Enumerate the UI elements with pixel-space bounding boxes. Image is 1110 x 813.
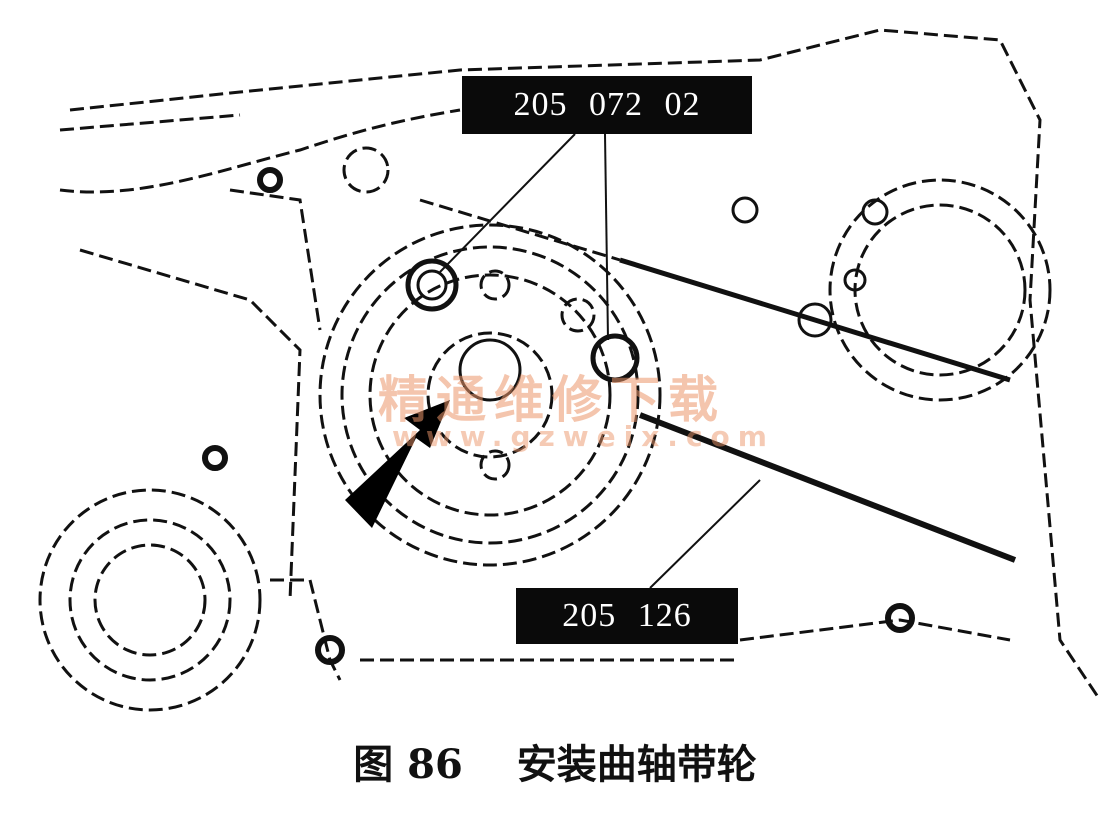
figure-caption: 图 86 安装曲轴带轮 — [0, 732, 1110, 790]
callout-tool-205-126: 205 126 — [516, 588, 738, 644]
holding-tool-arm — [419, 198, 621, 262]
upper-bolt — [342, 146, 390, 194]
pulley-bolt — [405, 258, 459, 312]
left-wheel-hub — [93, 543, 207, 657]
pulley-hub — [426, 331, 554, 459]
gear-bolt — [861, 198, 889, 226]
engine-cover-outline — [69, 28, 1102, 701]
hub-center — [458, 338, 522, 402]
right-gear-outer — [828, 178, 1052, 402]
pulley-hole — [479, 449, 511, 481]
figure-number: 图 86 — [353, 741, 463, 788]
lower-housing-edge-right — [739, 618, 1011, 642]
left-bracket — [79, 248, 302, 601]
left-bracket-arm — [229, 188, 322, 331]
left-wheel-outer — [38, 488, 262, 712]
watermark-url: www.gzweix.com — [392, 420, 775, 453]
lower-bracket — [270, 578, 342, 681]
gear-bolt — [731, 196, 759, 224]
pulley-hole — [479, 269, 511, 301]
leader-line-top-a — [439, 133, 576, 273]
pulley-bolt — [590, 333, 640, 383]
lower-bolt — [885, 603, 915, 633]
watermark-text: 精通维修下载 — [378, 371, 726, 429]
lower-bolt — [202, 445, 228, 471]
crankshaft-pulley-inner — [368, 273, 612, 517]
pulley-hole — [560, 297, 596, 333]
pulley-bolt-head — [416, 269, 448, 301]
upper-bolt — [257, 167, 283, 193]
left-wheel-inner — [68, 518, 232, 682]
gear-bolt — [843, 268, 867, 292]
leader-line-top-b — [604, 133, 609, 341]
crankshaft-pulley-outer — [318, 223, 662, 567]
gear-bolt — [797, 302, 833, 338]
figure-title: 安装曲轴带轮 — [516, 741, 757, 788]
callout-tool-205-072-02: 205 072 02 — [462, 76, 752, 134]
holding-tool-lower-edge — [638, 412, 1017, 563]
cover-lip — [59, 113, 241, 132]
holding-tool-upper-edge — [619, 257, 1011, 383]
crankshaft-pulley-groove — [340, 245, 640, 545]
upper-housing-edge — [59, 108, 461, 194]
leader-line-bottom — [649, 479, 761, 589]
